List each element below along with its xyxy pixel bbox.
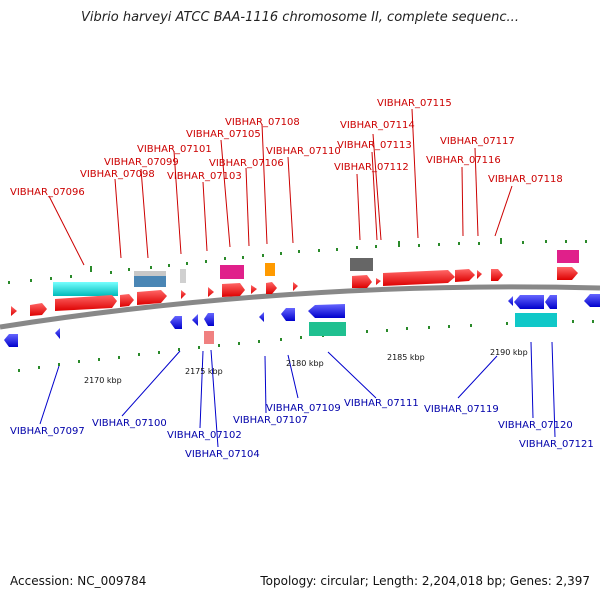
gene-arrow[interactable] xyxy=(204,313,214,326)
gene-label[interactable]: VIBHAR_07104 xyxy=(185,449,260,460)
gene-arrow[interactable] xyxy=(55,328,60,339)
gene-feature-steel[interactable] xyxy=(134,275,166,287)
gene-arrow[interactable] xyxy=(477,270,482,279)
gene-label[interactable]: VIBHAR_07110 xyxy=(266,146,341,157)
gene-arrow[interactable] xyxy=(281,308,295,321)
gene-label[interactable]: VIBHAR_07113 xyxy=(337,140,412,151)
plus-leader-lines xyxy=(48,108,513,266)
gene-feature-orange[interactable] xyxy=(265,263,275,276)
gene-label[interactable]: VIBHAR_07118 xyxy=(488,174,563,185)
gene-feature-silver[interactable] xyxy=(134,271,166,276)
gene-feature-teal[interactable] xyxy=(545,313,557,327)
gene-arrow[interactable] xyxy=(376,278,381,285)
gene-label[interactable]: VIBHAR_07107 xyxy=(233,415,308,426)
gene-arrow[interactable] xyxy=(55,295,117,311)
gene-label[interactable]: VIBHAR_07098 xyxy=(80,169,155,180)
axis-tick-label: 2190 kbp xyxy=(490,348,528,357)
minus-leader-lines xyxy=(39,341,556,448)
gene-label[interactable]: VIBHAR_07102 xyxy=(167,430,242,441)
gene-feature-cyan[interactable] xyxy=(53,282,118,296)
map-title: Vibrio harveyi ATCC BAA-1116 chromosome … xyxy=(81,10,519,25)
plus-strand-genes[interactable] xyxy=(11,250,579,316)
gene-label[interactable]: VIBHAR_07114 xyxy=(340,120,415,131)
gene-arrow[interactable] xyxy=(222,283,245,297)
gene-feature-seagreen[interactable] xyxy=(309,322,346,336)
axis-tick-labels: 2170 kbp 2175 kbp 2180 kbp 2185 kbp 2190… xyxy=(84,348,528,385)
gene-arrow[interactable] xyxy=(181,290,186,299)
gene-arrow[interactable] xyxy=(383,270,455,286)
gene-arrow[interactable] xyxy=(514,295,544,309)
gene-arrow[interactable] xyxy=(259,312,264,322)
gene-feature-teal[interactable] xyxy=(515,313,545,327)
gene-arrow[interactable] xyxy=(352,275,372,288)
gene-arrow[interactable] xyxy=(557,267,578,280)
gene-arrow[interactable] xyxy=(170,316,182,329)
gene-label[interactable]: VIBHAR_07121 xyxy=(519,439,594,450)
gene-feature-darkgrey[interactable] xyxy=(350,258,373,271)
gene-label[interactable]: VIBHAR_07097 xyxy=(10,426,85,437)
gene-arrow[interactable] xyxy=(137,290,167,305)
gene-label[interactable]: VIBHAR_07105 xyxy=(186,129,261,140)
gene-label[interactable]: VIBHAR_07101 xyxy=(137,144,212,155)
gene-label[interactable]: VIBHAR_07108 xyxy=(225,117,300,128)
gene-arrow[interactable] xyxy=(11,306,17,316)
gene-feature-pink[interactable] xyxy=(557,250,579,263)
gene-arrow[interactable] xyxy=(455,269,475,282)
gene-label[interactable]: VIBHAR_07103 xyxy=(167,171,242,182)
gene-label[interactable]: VIBHAR_07117 xyxy=(440,136,515,147)
gene-arrow[interactable] xyxy=(308,304,345,318)
gene-feature-grey[interactable] xyxy=(180,269,186,283)
gene-feature-salmon[interactable] xyxy=(204,331,214,344)
gene-arrow[interactable] xyxy=(545,295,557,309)
plus-gene-labels: VIBHAR_07096 VIBHAR_07098 VIBHAR_07099 V… xyxy=(10,98,563,198)
axis-tick-label: 2180 kbp xyxy=(286,359,324,368)
minus-strand-genes[interactable] xyxy=(4,294,600,347)
gene-label[interactable]: VIBHAR_07099 xyxy=(104,157,179,168)
gene-arrow[interactable] xyxy=(266,282,277,294)
gene-label[interactable]: VIBHAR_07109 xyxy=(266,403,341,414)
accession-text: Accession: NC_009784 xyxy=(10,574,147,588)
gene-label[interactable]: VIBHAR_07100 xyxy=(92,418,167,429)
gene-arrow[interactable] xyxy=(508,296,513,306)
backbone xyxy=(0,284,600,330)
gene-arrow[interactable] xyxy=(251,285,257,294)
gene-label[interactable]: VIBHAR_07112 xyxy=(334,162,409,173)
gene-label[interactable]: VIBHAR_07096 xyxy=(10,187,85,198)
gene-label[interactable]: VIBHAR_07106 xyxy=(209,158,284,169)
gene-arrow[interactable] xyxy=(584,294,600,307)
outer-ticks-plus xyxy=(8,238,587,284)
gene-arrow[interactable] xyxy=(208,287,214,297)
genome-summary-text: Topology: circular; Length: 2,204,018 bp… xyxy=(260,574,590,588)
gene-arrow[interactable] xyxy=(30,303,47,316)
gene-label[interactable]: VIBHAR_07111 xyxy=(344,398,419,409)
gene-label[interactable]: VIBHAR_07115 xyxy=(377,98,452,109)
minus-gene-labels: VIBHAR_07097 VIBHAR_07100 VIBHAR_07102 V… xyxy=(10,398,594,460)
gene-label[interactable]: VIBHAR_07116 xyxy=(426,155,501,166)
axis-tick-label: 2170 kbp xyxy=(84,376,122,385)
gene-label[interactable]: VIBHAR_07120 xyxy=(498,420,573,431)
gene-arrow[interactable] xyxy=(293,282,298,291)
gene-arrow[interactable] xyxy=(192,314,198,326)
gene-arrow[interactable] xyxy=(4,334,18,347)
gene-feature-magenta[interactable] xyxy=(220,265,244,279)
gene-label[interactable]: VIBHAR_07119 xyxy=(424,404,499,415)
axis-tick-label: 2185 kbp xyxy=(387,353,425,362)
gene-arrow[interactable] xyxy=(491,269,503,281)
gene-arrow[interactable] xyxy=(120,294,134,307)
axis-tick-label: 2175 kbp xyxy=(185,367,223,376)
